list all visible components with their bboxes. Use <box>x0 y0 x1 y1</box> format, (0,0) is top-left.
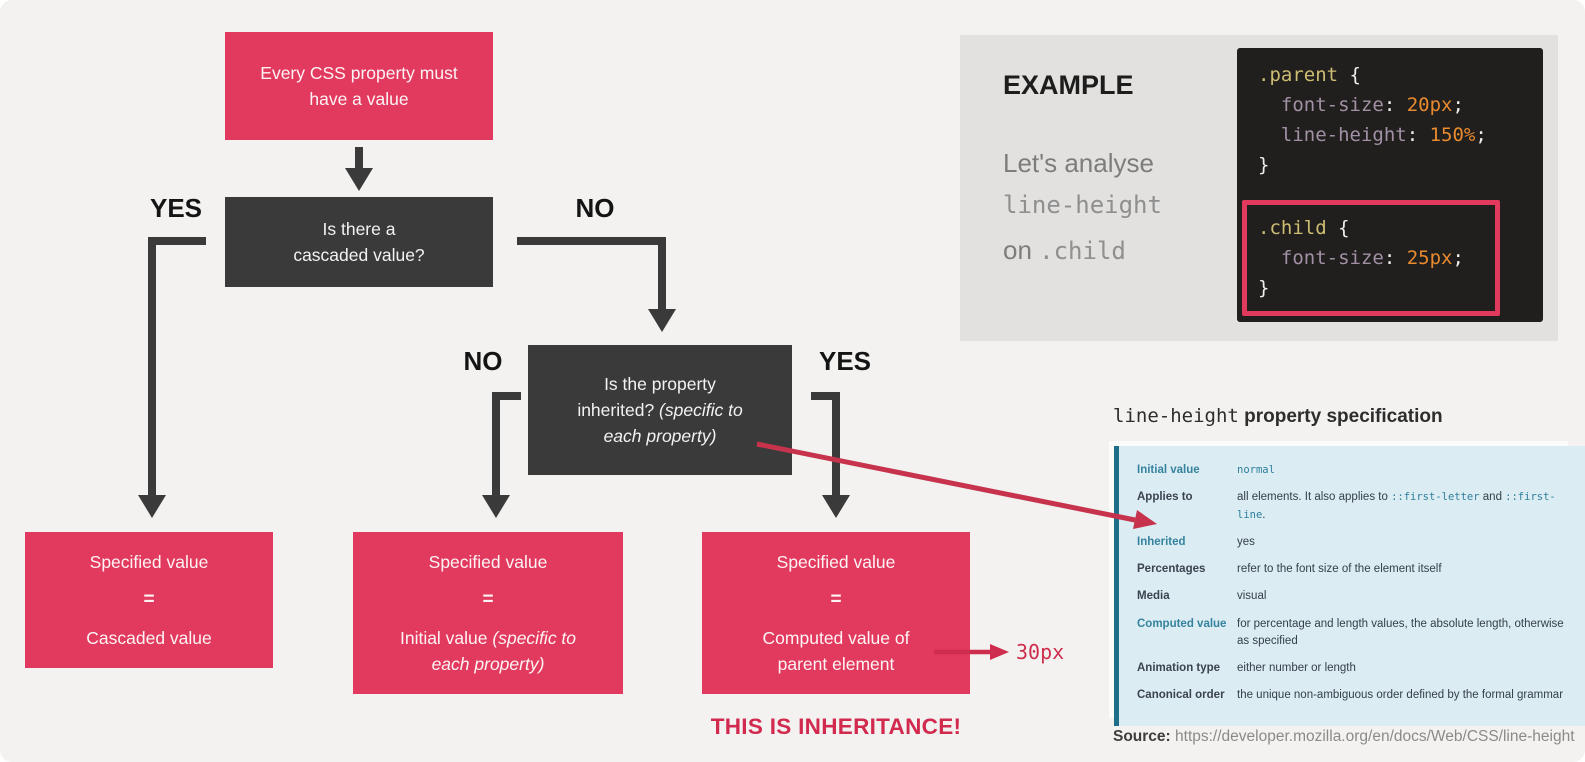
code-editor: .parent { font-size: 20px; line-height: … <box>1237 48 1543 322</box>
code-line: .child { <box>1258 217 1350 239</box>
arrow-yes-to-cascaded-result <box>148 237 206 497</box>
arrow-yes-to-inherited-result <box>811 392 840 497</box>
result-title: Specified value <box>428 552 548 572</box>
arrow-no-to-initial-result <box>492 392 521 497</box>
spec-row-label: Inherited <box>1137 535 1186 548</box>
arrowhead-down-icon <box>822 495 850 518</box>
equals-sign: = <box>482 589 494 610</box>
spec-row-value: for percentage and length values, the ab… <box>1237 617 1564 647</box>
root-box-text: Every CSS property must have a value <box>260 63 458 109</box>
cascaded-question-text: Is there a cascaded value? <box>293 219 425 265</box>
spec-row-label: Media <box>1137 590 1170 603</box>
inheritance-caption: THIS IS INHERITANCE! <box>710 714 962 739</box>
arrow-to-inherited-spec-row <box>756 441 1136 523</box>
example-caption-line: Let's analyse <box>1003 148 1154 178</box>
spec-row-label: Applies to <box>1137 491 1193 504</box>
yes-label-cascaded: YES <box>149 193 203 223</box>
result-cascaded-box: Specified value = Cascaded value <box>25 532 273 668</box>
arrowhead-down-icon <box>345 168 373 191</box>
code-line: .parent { <box>1258 64 1361 86</box>
spec-row-value: yes <box>1237 535 1255 548</box>
spec-row-value: normal <box>1237 464 1275 476</box>
spec-title-property: line-height <box>1113 405 1239 427</box>
arrowhead-down-icon <box>648 309 676 332</box>
root-box: Every CSS property must have a value <box>225 32 493 140</box>
inherited-question-text: Is the property inherited? (specific to … <box>577 374 743 446</box>
source-line: Source: https://developer.mozilla.org/en… <box>1113 728 1575 746</box>
equals-sign: = <box>143 589 155 610</box>
spec-title: line-height property specification <box>1113 405 1443 427</box>
spec-row-value: refer to the font size of the element it… <box>1237 563 1442 575</box>
no-label-cascaded: NO <box>575 193 615 223</box>
arrowhead-down-icon <box>138 495 166 518</box>
result-initial-box: Specified value = Initial value (specifi… <box>353 532 623 694</box>
code-line: line-height: 150%; <box>1258 124 1487 146</box>
example-caption-target: on .child <box>1003 235 1126 265</box>
spec-row-label: Percentages <box>1137 563 1206 575</box>
spec-row-value: all elements. It also applies to ::first… <box>1237 491 1556 521</box>
example-heading: EXAMPLE <box>1003 70 1134 100</box>
result-value: Computed value of parent element <box>762 628 910 674</box>
no-label-inherited: NO <box>463 346 503 376</box>
child-selector-text: .child <box>1039 237 1126 265</box>
spec-row-value: either number or length <box>1237 662 1356 674</box>
computed-value-annotation: 30px <box>1016 640 1065 664</box>
spec-row-value: the unique non-ambiguous order defined b… <box>1237 689 1564 702</box>
result-title: Specified value <box>89 552 209 572</box>
example-panel: EXAMPLE Let's analyse line-height on .ch… <box>960 35 1558 341</box>
result-value: Cascaded value <box>86 628 212 648</box>
spec-row-label: Computed value <box>1137 617 1227 630</box>
source-url: https://developer.mozilla.org/en/docs/We… <box>1170 728 1575 745</box>
yes-label-inherited: YES <box>818 346 872 376</box>
code-lines: .parent { font-size: 20px; line-height: … <box>1258 60 1537 303</box>
cascaded-question-box: Is there a cascaded value? <box>225 197 493 287</box>
child-rule-highlight <box>1242 200 1500 316</box>
arrowhead-down-icon <box>482 495 510 518</box>
spec-row-label: Canonical order <box>1137 689 1225 702</box>
spec-row-value: visual <box>1237 590 1267 603</box>
inherited-question-box: Is the property inherited? (specific to … <box>528 345 792 475</box>
result-title: Specified value <box>776 552 896 572</box>
code-line: font-size: 20px; <box>1258 94 1464 116</box>
example-caption-property: line-height <box>1003 191 1162 219</box>
result-inherited-box: Specified value = Computed value of pare… <box>702 532 970 694</box>
code-line: font-size: 25px; <box>1258 247 1464 269</box>
spec-row-label: Initial value <box>1137 464 1200 476</box>
result-value: Initial value (specific to each property… <box>399 628 577 674</box>
equals-sign: = <box>830 589 842 610</box>
spec-row-label: Animation type <box>1137 662 1221 674</box>
source-label: Source: <box>1113 728 1171 745</box>
arrowhead-right-icon <box>990 644 1009 660</box>
arrow-no-to-inherited-question <box>517 237 666 311</box>
code-line: } <box>1258 154 1270 176</box>
code-line: } <box>1258 277 1270 299</box>
